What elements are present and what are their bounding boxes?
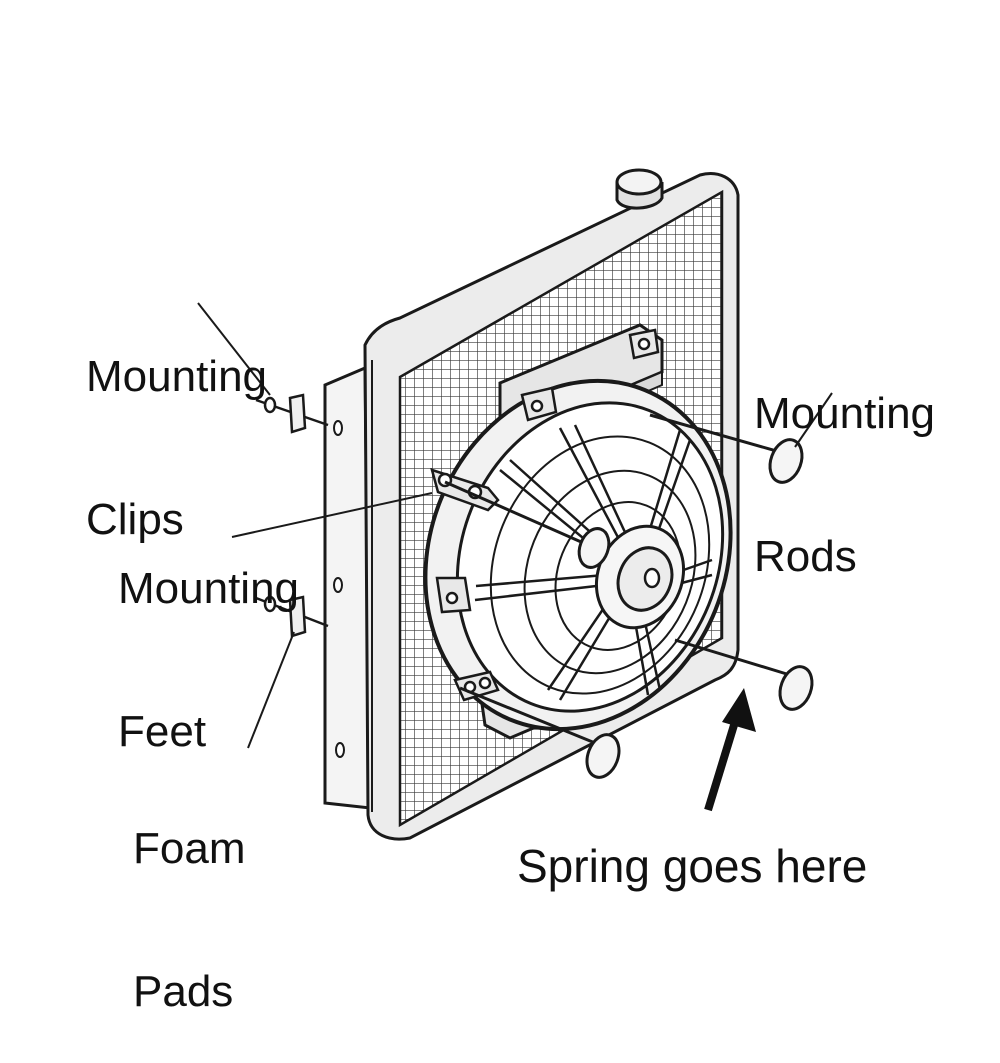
spring-arrow xyxy=(704,688,756,812)
leader-lines xyxy=(197,302,833,749)
label-mounting-feet-line2: Feet xyxy=(118,706,207,756)
leader-line-foam xyxy=(247,631,295,749)
mounting-rods xyxy=(444,413,814,779)
side-bracket xyxy=(323,365,372,810)
label-foam-pads-line1: Foam xyxy=(133,824,246,874)
mounting-clip-lower xyxy=(255,595,329,638)
label-foam-pads: Foam Pads xyxy=(133,730,245,1063)
mounting-clips xyxy=(255,393,329,638)
mounting-feet xyxy=(430,328,660,702)
mounting-rod xyxy=(649,413,804,484)
label-mounting-rods-line1: Mounting xyxy=(754,389,936,439)
label-mounting-rods: Mounting Rods xyxy=(754,295,935,628)
label-mounting-feet-line1: Mounting xyxy=(118,564,300,614)
mounting-foot xyxy=(520,386,558,422)
mounting-foot xyxy=(435,576,472,614)
label-mounting-clips-line2: Clips xyxy=(86,494,184,544)
label-mounting-rods-line2: Rods xyxy=(754,531,857,581)
leader-line-rods xyxy=(794,392,833,448)
mounting-foot xyxy=(628,328,660,360)
label-spring-goes-here: Spring goes here xyxy=(517,840,868,892)
radiator-cap xyxy=(615,168,664,210)
mounting-rod xyxy=(459,686,621,779)
leader-line-feet xyxy=(231,492,433,538)
mounting-rod xyxy=(444,480,611,569)
mounting-rod xyxy=(674,638,814,711)
mounting-clip-upper xyxy=(255,393,329,434)
leader-line-clips xyxy=(197,302,271,396)
label-mounting-clips: Mounting Clips xyxy=(86,258,267,591)
fan-radiator-diagram xyxy=(197,168,833,841)
label-mounting-clips-line1: Mounting xyxy=(86,352,268,402)
label-mounting-feet: Mounting Feet xyxy=(118,470,299,803)
label-foam-pads-line2: Pads xyxy=(133,966,234,1016)
